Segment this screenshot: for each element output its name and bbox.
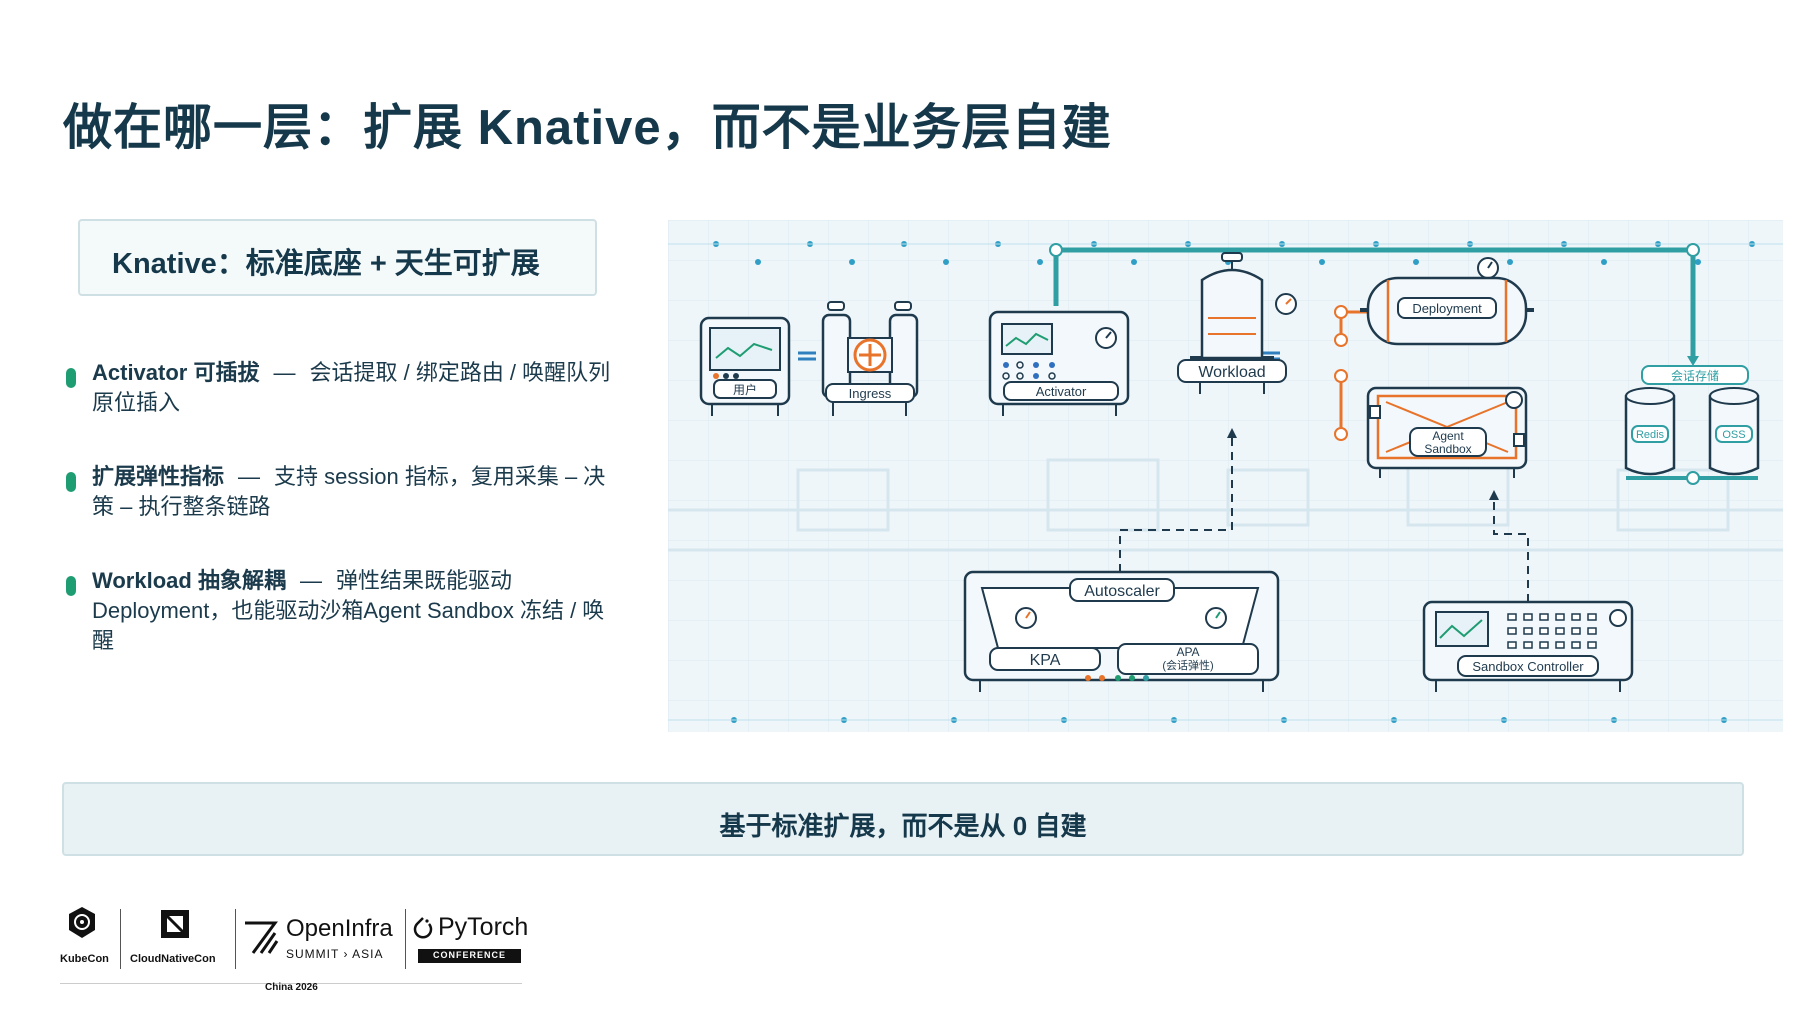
cloudnativecon-logo-icon — [161, 910, 189, 938]
bullet-body: 支持 session 指标，复用采集 – 决策 – 执行整条链路 — [92, 464, 606, 519]
sandbox-controller-label: Sandbox Controller — [1472, 659, 1584, 674]
user-label: 用户 — [733, 382, 757, 397]
redis-label: Redis — [1636, 429, 1665, 441]
kubecon-label: KubeCon — [60, 953, 109, 965]
pytorch-label: PyTorch — [438, 913, 529, 941]
deployment-label: Deployment — [1412, 301, 1482, 316]
apa-label-1: APA — [1176, 645, 1199, 659]
bullet-body: 会话提取 / 绑定路由 / 唤醒队列原位插入 — [92, 360, 611, 415]
session-storage: 会话存储 Redis OSS — [1624, 365, 1760, 485]
workload-label: Workload — [1198, 364, 1265, 381]
cloudnativecon-label: CloudNativeCon — [130, 953, 216, 965]
openinfra-label: OpenInfra — [286, 915, 393, 942]
autoscaler-node: Autoscaler KPA APA (会话弹性) — [963, 570, 1280, 692]
oss-cylinder: OSS — [1708, 387, 1760, 476]
architecture-diagram: 用户 Ingress — [668, 220, 1783, 732]
kubecon-logo-icon — [69, 907, 95, 938]
agent-sandbox-label-1: Agent — [1432, 429, 1464, 443]
activator-label: Activator — [1036, 384, 1087, 399]
kpa-label: KPA — [1030, 652, 1061, 669]
bullet-head: 扩展弹性指标 — [92, 464, 225, 489]
redis-cylinder: Redis — [1624, 387, 1676, 476]
bullet-dash: — — [238, 464, 261, 489]
ingress-label: Ingress — [849, 386, 892, 401]
workload-node: Workload — [1177, 252, 1297, 394]
apa-label-2: (会话弹性) — [1162, 658, 1213, 672]
banner-text: 基于标准扩展，而不是从 0 自建 — [719, 811, 1087, 841]
bullet-dash: — — [299, 568, 322, 593]
bullet-head: Workload 抽象解耦 — [92, 568, 286, 593]
year-label: China 2026 — [265, 982, 318, 993]
subtitle-box: Knative：标准底座 + 天生可扩展 — [78, 219, 597, 296]
subtitle-text: Knative：标准底座 + 天生可扩展 — [112, 248, 540, 280]
pytorch-logo-icon — [413, 917, 433, 939]
user-terminal: 用户 — [699, 316, 791, 416]
activator-node: Activator — [988, 310, 1130, 416]
bullet-head: Activator 可插拔 — [92, 360, 260, 385]
bullet-body: 弹性结果既能驱动 Deployment，也能驱动沙箱Agent Sandbox … — [92, 568, 605, 653]
conference-badge: CONFERENCE — [418, 949, 521, 963]
agent-sandbox-label-2: Sandbox — [1424, 442, 1471, 456]
page-title: 做在哪一层：扩展 Knative，而不是业务层自建 — [63, 101, 1112, 155]
autoscaler-label: Autoscaler — [1084, 583, 1160, 600]
bullet-dot — [66, 472, 76, 492]
bottom-banner: 基于标准扩展，而不是从 0 自建 — [62, 782, 1744, 856]
bullet-dot — [66, 368, 76, 388]
session-storage-label: 会话存储 — [1671, 368, 1719, 383]
bullet-dot — [66, 576, 76, 596]
conference-label: CONFERENCE — [432, 950, 506, 960]
footer-logos: KubeCon CloudNativeCon OpenInfra SUMMIT … — [60, 905, 529, 993]
openinfra-logo-icon — [245, 921, 279, 954]
agent-sandbox-node: Agent Sandbox — [1366, 386, 1528, 478]
sandbox-controller-node: Sandbox Controller — [1422, 600, 1634, 692]
oss-label: OSS — [1722, 429, 1745, 441]
summit-asia-label: SUMMIT › ASIA — [286, 947, 384, 961]
bullet-dash: — — [273, 360, 296, 385]
ingress-node: Ingress — [821, 301, 919, 416]
deployment-node: Deployment — [1360, 257, 1534, 346]
